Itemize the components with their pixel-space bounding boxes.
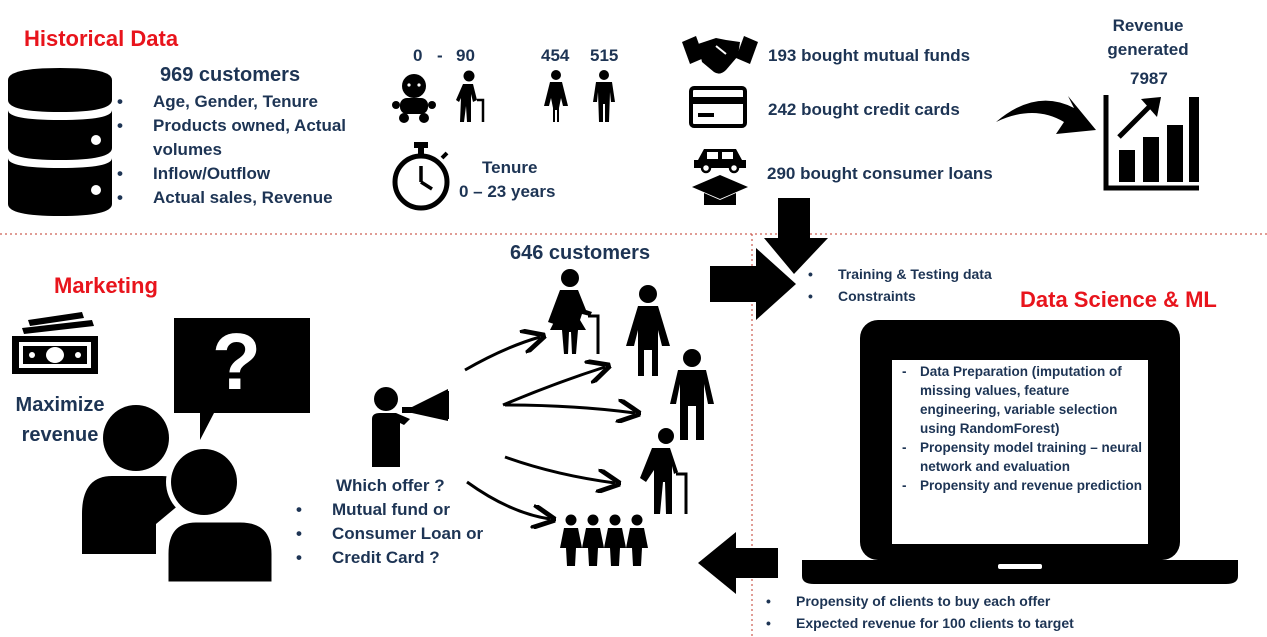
revenue-value: 7987	[1130, 69, 1168, 88]
mutual-funds-count: 193 bought mutual funds	[768, 46, 971, 65]
ml-outputs-list: Propensity of clients to buy each offer …	[766, 590, 1166, 634]
campaign-arrows	[464, 325, 655, 525]
tenure-range: 0 – 23 years	[459, 182, 556, 201]
revenue-label-line2: generated	[1107, 40, 1189, 59]
ml-input-item: Training & Testing data	[808, 263, 1028, 285]
male-count: 515	[590, 46, 619, 65]
stopwatch-icon	[392, 142, 450, 211]
bar-chart-icon	[1103, 95, 1199, 191]
people-icon	[82, 405, 277, 587]
handshake-icon	[682, 36, 758, 74]
historical-attribute: Products owned, Actual volumes	[117, 114, 377, 162]
question-mark-glyph: ?	[212, 317, 261, 406]
ml-title: Data Science & ML	[1020, 287, 1217, 312]
ml-step: Data Preparation (imputation of missing …	[900, 362, 1144, 438]
female-icon	[544, 70, 568, 122]
offer-option: Mutual fund or	[296, 498, 526, 522]
arrow-to-woman	[502, 367, 605, 407]
down-arrow-icon	[764, 198, 828, 274]
campaign-customer-count: 646 customers	[510, 242, 651, 264]
historical-attribute: Age, Gender, Tenure	[117, 90, 377, 114]
ml-input-item: Constraints	[808, 285, 1028, 307]
revenue-label: Revenue generated	[1100, 14, 1196, 62]
ml-output-item: Propensity of clients to buy each offer	[766, 590, 1166, 612]
right-arrow-icon	[710, 248, 796, 320]
baby-icon	[392, 74, 436, 123]
historical-customer-count: 969 customers	[160, 64, 301, 86]
man-icon	[670, 349, 714, 440]
group-of-people-icon	[560, 514, 648, 566]
offer-option: Credit Card ?	[296, 546, 526, 570]
marketing-title: Marketing	[54, 273, 158, 298]
graduation-cap-icon	[692, 175, 748, 205]
female-count: 454	[541, 46, 570, 65]
money-icon	[12, 312, 98, 374]
age-max: 90	[456, 46, 475, 65]
arrow-to-group	[466, 480, 550, 519]
historical-attribute: Actual sales, Revenue	[117, 186, 377, 210]
credit-card-icon	[689, 86, 747, 128]
arrow-to-elderly-man	[504, 455, 615, 483]
offer-options-list: Mutual fund or Consumer Loan or Credit C…	[296, 498, 526, 570]
car-icon	[694, 149, 746, 174]
historical-title: Historical Data	[24, 26, 179, 51]
age-dash: -	[437, 46, 443, 65]
arrow-to-man	[504, 405, 635, 413]
marketing-goal-line1: Maximize	[15, 394, 105, 416]
tenure-label: Tenure	[482, 158, 538, 177]
historical-attributes-list: Age, Gender, Tenure Products owned, Actu…	[117, 90, 377, 210]
elderly-icon	[456, 70, 485, 122]
historical-attribute: Inflow/Outflow	[117, 162, 377, 186]
ml-inputs-list: Training & Testing data Constraints	[808, 263, 1028, 307]
marketing-goal-line2: revenue	[21, 424, 99, 446]
database-icon	[8, 68, 112, 216]
elderly-man-icon	[640, 428, 688, 514]
speech-bubble-icon	[174, 318, 310, 440]
revenue-label-line1: Revenue	[1112, 16, 1184, 35]
credit-cards-count: 242 bought credit cards	[768, 100, 960, 119]
age-min: 0	[413, 46, 423, 65]
ml-steps-list: Data Preparation (imputation of missing …	[900, 362, 1144, 495]
woman-icon	[626, 285, 670, 376]
left-arrow-icon	[698, 532, 778, 594]
marketing-goal: Maximize revenue	[12, 390, 108, 450]
ml-output-item: Expected revenue for 100 clients to targ…	[766, 612, 1166, 634]
offer-option: Consumer Loan or	[296, 522, 526, 546]
megaphone-person-icon	[372, 387, 449, 467]
consumer-loans-count: 290 bought consumer loans	[767, 164, 993, 183]
arrow-to-elderly-woman	[464, 337, 540, 372]
ml-step: Propensity and revenue prediction	[900, 476, 1144, 495]
offer-question: Which offer ?	[336, 476, 445, 495]
elderly-woman-icon	[548, 269, 600, 354]
curved-arrow-icon	[996, 96, 1096, 134]
male-icon	[593, 70, 615, 122]
ml-step: Propensity model training – neural netwo…	[900, 438, 1144, 476]
